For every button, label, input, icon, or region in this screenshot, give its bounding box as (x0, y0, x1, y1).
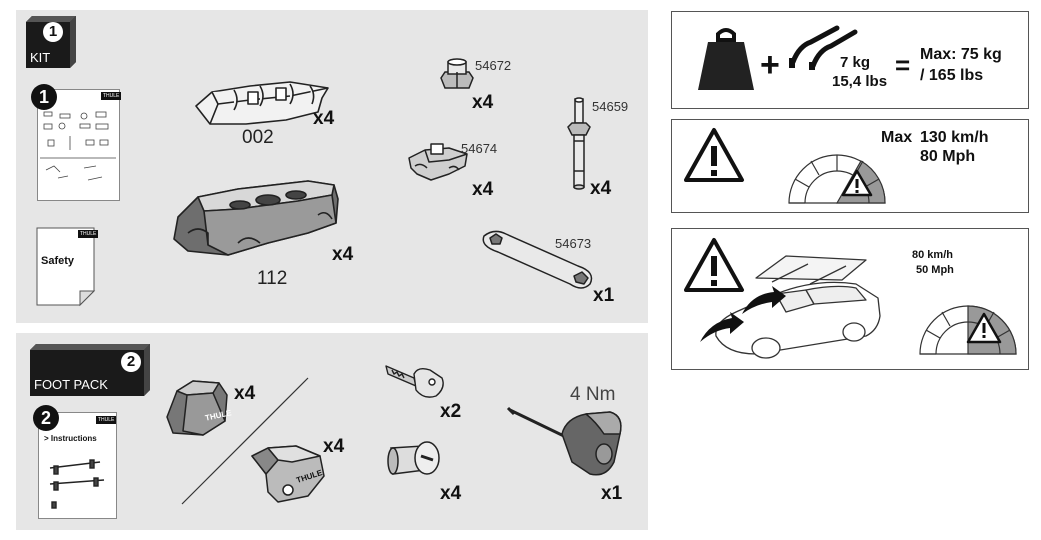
part-54672-nut-illustration (440, 58, 474, 89)
torque-tool-qty: x1 (601, 483, 623, 504)
part-54659-bolt-illustration (567, 97, 591, 190)
part-002-code: 002 (242, 127, 274, 148)
part-54673-qty: x1 (593, 285, 615, 306)
lock-cylinder-illustration (387, 441, 440, 475)
part-54659-qty: x4 (590, 178, 612, 199)
load-plus-sign: + (760, 46, 780, 84)
foot-qty: x4 (234, 383, 256, 404)
safety-booklet-brand-logo: THULE (78, 230, 99, 238)
weight-icon (698, 28, 754, 90)
foot-illustration (166, 380, 228, 436)
footpack-step-number-circle: 2 (121, 352, 141, 372)
kit-booklet-step: 1 (31, 84, 57, 110)
torque-tool-label: 4 Nm (570, 384, 616, 405)
part-54672-qty: x4 (472, 92, 494, 113)
max-load-lbs: / 165 lbs (920, 67, 984, 84)
footpack-badge-shape (30, 344, 150, 396)
load-speed-mph: 50 Mph (916, 264, 954, 276)
part-002-illustration (195, 81, 329, 125)
footpack-instructions-label: > Instructions (44, 434, 97, 443)
part-112-code: 112 (257, 268, 288, 289)
part-54672-code: 54672 (475, 58, 512, 73)
part-002-qty: x4 (313, 108, 335, 129)
part-112-illustration (173, 180, 339, 256)
safety-booklet (36, 227, 96, 307)
safety-booklet-label: Safety (41, 255, 75, 267)
kit-badge-shape (26, 16, 76, 68)
foot-cover-qty: x4 (323, 436, 345, 457)
part-54673-wrench-illustration (482, 230, 593, 289)
footpack-label: FOOT PACK (34, 377, 108, 392)
load-speed-kmh: 80 km/h (912, 249, 953, 261)
part-54674-qty: x4 (472, 179, 494, 200)
part-54674-code: 54674 (461, 141, 498, 156)
part-54674-clip-illustration (408, 143, 468, 181)
footpack-divider-line (181, 377, 309, 505)
speedometer-icon (788, 154, 886, 204)
kit-booklet-parts-illustration (40, 111, 116, 181)
kit-label: KIT (30, 50, 51, 65)
car-with-roof-load-illustration (700, 255, 881, 359)
foot-cover-illustration (251, 445, 325, 503)
footpack-booklet-brand-logo: THULE (96, 416, 117, 424)
part-54673-code: 54673 (555, 236, 592, 251)
kit-booklet-brand-logo: THULE (101, 92, 122, 100)
footpack-booklet-bars-illustration (49, 459, 105, 509)
max-load-kg: Max: 75 kg (920, 46, 1002, 63)
warning-triangle-icon (684, 238, 744, 292)
roof-bars-icon (789, 25, 858, 70)
bar-weight-kg: 7 kg (840, 54, 871, 71)
lock-cylinder-qty: x4 (440, 483, 462, 504)
speedometer-icon (919, 305, 1017, 355)
load-equals-sign: = (895, 50, 911, 80)
warning-triangle-icon (684, 128, 744, 182)
speed-max-kmh: 130 km/h (920, 129, 989, 146)
part-112-qty: x4 (332, 244, 354, 265)
kit-step-number-circle: 1 (43, 22, 63, 42)
bar-weight-lbs: 15,4 lbs (832, 73, 888, 90)
speed-max-mph: 80 Mph (920, 148, 976, 165)
key-qty: x2 (440, 401, 462, 422)
footpack-booklet-step: 2 (33, 405, 59, 431)
key-illustration (385, 365, 444, 398)
part-54659-code: 54659 (592, 99, 629, 114)
torque-tool-illustration (506, 406, 622, 476)
speed-max-label: Max (881, 129, 913, 146)
